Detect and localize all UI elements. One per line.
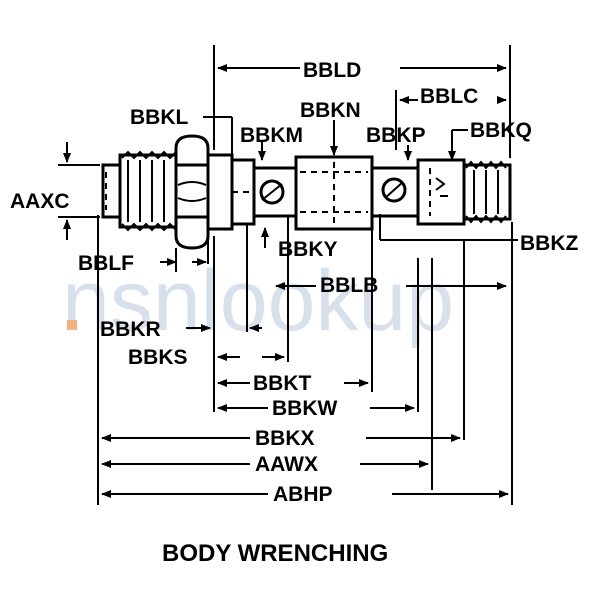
label-bbkn: BBKN bbox=[300, 99, 361, 122]
label-bblf: BBLF bbox=[78, 252, 134, 275]
label-bbkx: BBKX bbox=[255, 427, 315, 450]
right-cross-hole bbox=[370, 166, 420, 218]
dimension-lines bbox=[63, 64, 518, 498]
fitting-body bbox=[101, 134, 512, 250]
label-bbky: BBKY bbox=[278, 238, 338, 261]
label-aawx: AAWX bbox=[255, 453, 318, 476]
label-bbkw: BBKW bbox=[272, 397, 337, 420]
hex-nut bbox=[174, 134, 210, 250]
left-cross-hole bbox=[252, 166, 298, 218]
dimension-labels: BBLD BBLC BBKL BBKN BBKM BBKP BBKQ AAXC … bbox=[10, 59, 578, 506]
label-bblb: BBLB bbox=[320, 274, 378, 297]
right-thread bbox=[462, 160, 512, 224]
label-bbkp: BBKP bbox=[366, 124, 426, 147]
watermark-text: nsnlookup bbox=[62, 253, 454, 349]
label-bblc: BBLC bbox=[420, 85, 478, 108]
label-bbkz: BBKZ bbox=[520, 232, 578, 255]
extension-lines bbox=[58, 45, 513, 505]
center-cylinder bbox=[294, 155, 374, 231]
label-abhp: ABHP bbox=[273, 483, 333, 506]
label-bbld: BBLD bbox=[303, 59, 361, 82]
label-bbkq: BBKQ bbox=[470, 119, 532, 142]
left-thread bbox=[101, 150, 178, 232]
label-bbks: BBKS bbox=[128, 346, 188, 369]
label-bbkr: BBKR bbox=[100, 318, 161, 341]
label-bbkt: BBKT bbox=[253, 372, 311, 395]
label-bbkl: BBKL bbox=[130, 106, 188, 129]
caption: BODY WRENCHING bbox=[162, 540, 388, 567]
right-collar bbox=[416, 158, 466, 226]
watermark-dot bbox=[67, 320, 77, 330]
label-aaxc: AAXC bbox=[10, 190, 70, 213]
label-bbkm: BBKM bbox=[240, 124, 303, 147]
wrench-flat bbox=[206, 153, 256, 231]
